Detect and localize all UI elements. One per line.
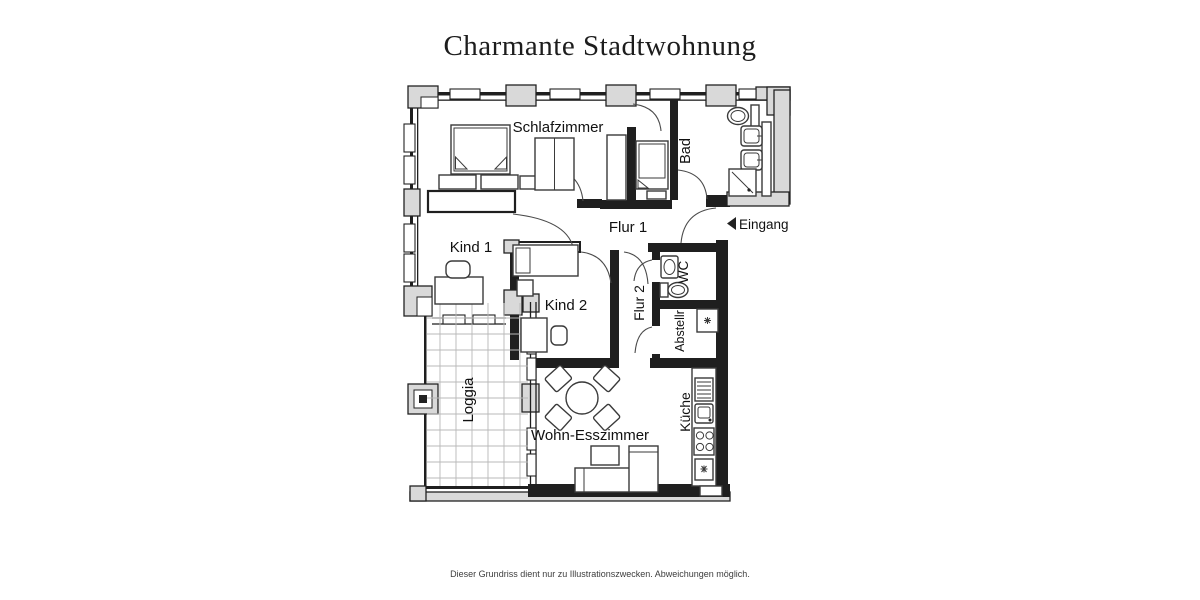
disclaimer-text: Dieser Grundriss dient nur zu Illustrati… <box>450 569 750 579</box>
dish-rack <box>694 377 714 402</box>
door-arcs <box>512 103 717 354</box>
chair-kind2 <box>550 325 568 346</box>
room-label-loggia: Loggia <box>460 377 477 423</box>
washing-machine <box>696 308 719 333</box>
walls <box>409 92 790 502</box>
entrance-marker: Eingang <box>727 217 789 232</box>
piers <box>403 84 791 502</box>
door-arc-wc <box>633 259 653 282</box>
coffee-table <box>590 445 620 466</box>
shower-bad <box>728 168 757 197</box>
door-arc-entrance <box>680 207 717 244</box>
dining-table <box>565 381 599 415</box>
dining-chair <box>592 365 621 393</box>
dishwasher <box>694 458 714 481</box>
stove <box>693 427 715 456</box>
door-arc-flur2 <box>623 251 649 285</box>
door-arc-kind1 <box>512 213 574 248</box>
room-label-kind1: Kind 1 <box>450 239 493 256</box>
door-arc-abstellraum <box>634 326 653 354</box>
nightstand-kind2 <box>516 279 534 297</box>
bed-kind2 <box>512 244 579 277</box>
chair-kind1 <box>445 260 471 279</box>
sink-wc <box>660 255 679 279</box>
desk-kind2 <box>520 317 548 353</box>
kitchen-plinth <box>699 485 723 497</box>
bath-counter <box>761 121 772 197</box>
room-label-abstellraum: Abstellr <box>673 310 687 352</box>
sink-bad-1 <box>740 125 763 147</box>
kitchen-counter <box>691 367 723 497</box>
room-label-kueche: Küche <box>677 392 693 432</box>
room-label-kind2: Kind 2 <box>545 297 588 314</box>
toilet-bad <box>726 104 760 128</box>
door-arc-kind2 <box>580 251 612 284</box>
room-label-wohnesszimmer: Wohn-Esszimmer <box>531 427 649 444</box>
double-bed <box>450 124 511 175</box>
room-label-bad: Bad <box>678 138 694 164</box>
nightstand-right <box>480 174 519 190</box>
wardrobe-schlafzimmer <box>534 137 575 191</box>
sofa <box>574 445 659 493</box>
page-title: Charmante Stadtwohnung <box>443 30 757 62</box>
room-label-flur1: Flur 1 <box>609 219 647 236</box>
nightstand-left <box>438 174 477 190</box>
single-bed-niche <box>635 140 669 200</box>
kitchen-sink <box>694 403 714 424</box>
room-label-flur2: Flur 2 <box>631 285 647 321</box>
toilet-wc <box>659 281 689 299</box>
dining-chair <box>544 365 573 393</box>
loggia-pier <box>407 383 439 415</box>
desk-kind1 <box>434 276 484 305</box>
room-label-wc: WC <box>676 261 691 284</box>
door-arc-middle-room <box>632 103 662 132</box>
builtin-closet-wall <box>426 189 517 214</box>
entrance-arrow-icon <box>727 217 736 230</box>
entrance-label: Eingang <box>739 217 789 232</box>
bad-exterior-wall <box>773 89 791 205</box>
dining-chair <box>544 403 573 431</box>
wardrobe-niche <box>606 134 627 201</box>
door-arc-bad <box>677 169 708 200</box>
sink-bad-2 <box>740 149 763 171</box>
dining-chair <box>592 403 621 431</box>
room-label-schlafzimmer: Schlafzimmer <box>513 119 604 136</box>
loggia-tile-grid <box>427 303 528 486</box>
